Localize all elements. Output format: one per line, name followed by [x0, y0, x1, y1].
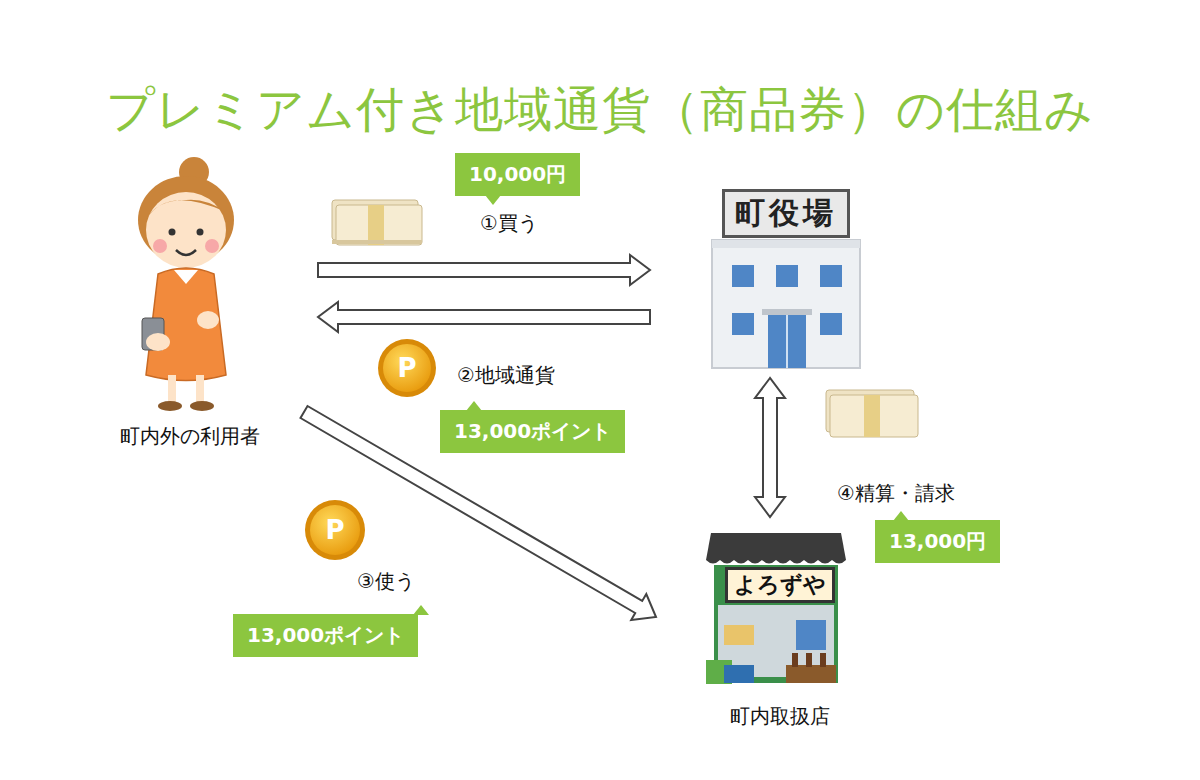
shop-building [706, 533, 846, 684]
price-tag: 13,000ポイント [233, 614, 418, 657]
price-tag: 13,000円 [875, 520, 1000, 563]
user-illustration [138, 157, 234, 411]
price-tag: 13,000ポイント [440, 410, 625, 453]
town-hall-node: 町役場 [700, 185, 872, 370]
coin-symbol: P [383, 344, 431, 392]
money-bundle [826, 390, 918, 437]
tag-pointer [413, 605, 429, 615]
money-bundle [332, 200, 422, 245]
title: プレミアム付き地域通貨（商品券）の仕組み [0, 78, 1200, 142]
building-sign: 町役場 [722, 189, 850, 238]
tag-pointer [466, 401, 482, 411]
tag-text: 13,000ポイント [247, 623, 404, 647]
coin [378, 339, 436, 397]
hollow-arrow [318, 255, 650, 285]
shop-sign: よろずや [725, 567, 835, 603]
hollow-arrow [318, 302, 650, 332]
coin [305, 500, 365, 560]
node-illustration [696, 525, 856, 690]
price-tag: 10,000円 [455, 153, 580, 196]
node-caption: 町内取扱店 [696, 703, 864, 730]
node-illustration [86, 150, 286, 412]
tag-text: 10,000円 [469, 162, 566, 186]
edge-label: ④精算・請求 [835, 480, 957, 507]
coin-symbol: P [310, 505, 360, 555]
hollow-arrow [755, 378, 785, 517]
shop-node: よろずや町内取扱店 [696, 525, 864, 730]
town-hall-building [712, 225, 860, 368]
tag-pointer [485, 195, 501, 205]
tag-text: 13,000ポイント [454, 419, 611, 443]
edge-label: ②地域通貨 [455, 362, 557, 389]
edge-label: ①買う [478, 210, 540, 237]
user-node: 町内外の利用者 [74, 150, 306, 450]
node-caption: 町内外の利用者 [74, 423, 306, 450]
tag-pointer [893, 511, 909, 521]
hollow-arrow [301, 406, 657, 620]
tag-text: 13,000円 [889, 529, 986, 553]
edge-label: ③使う [355, 568, 417, 595]
